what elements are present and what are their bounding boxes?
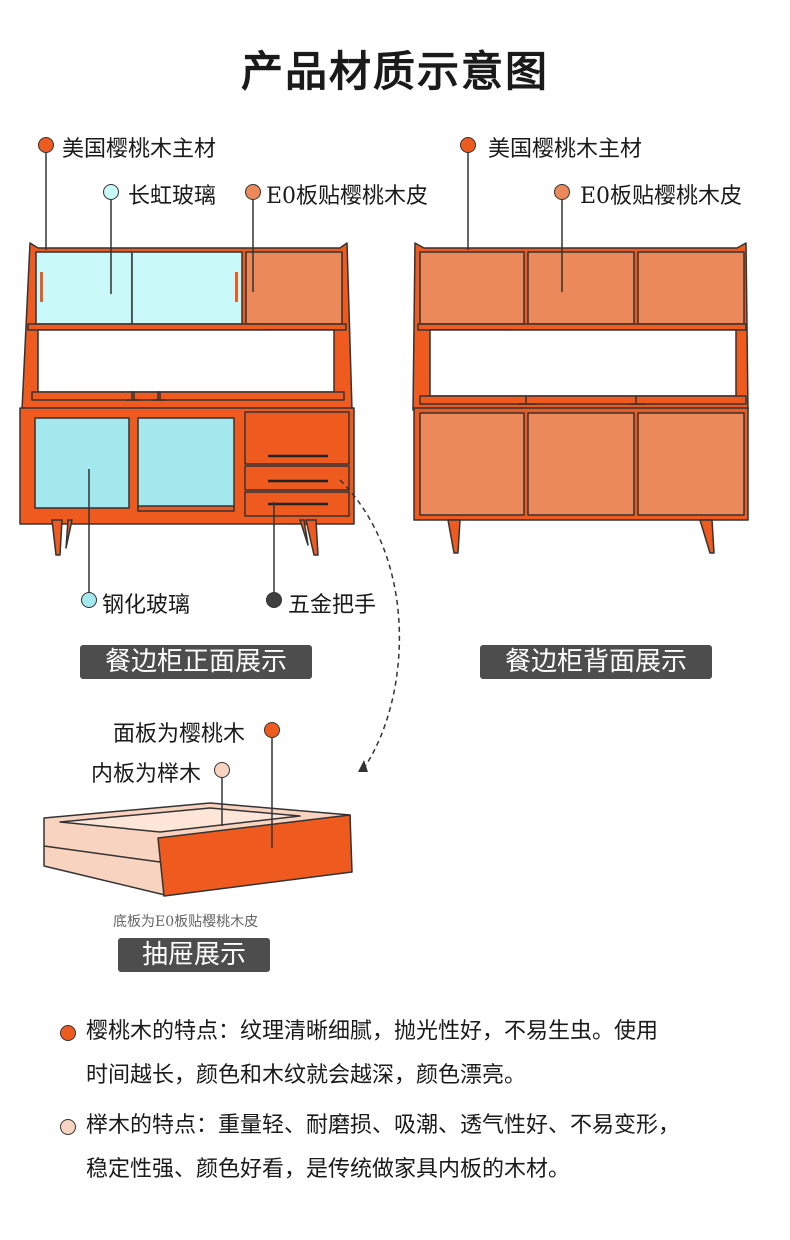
drawer-banner: 抽屉展示 <box>118 938 270 972</box>
note-cherry-line-1: 樱桃木的特点：纹理清晰细腻，抛光性好，不易生虫。使用 <box>86 1019 659 1044</box>
front-lower-glass-left <box>34 417 130 509</box>
note-beech: 榉木的特点：重量轻、耐磨损、吸潮、透气性好、不易变形， 稳定性强、颜色好看，是传… <box>86 1104 680 1192</box>
back-veneer-marker <box>554 184 570 200</box>
back-cabinet <box>412 242 749 554</box>
front-view-banner: 餐边柜正面展示 <box>80 645 312 679</box>
hardware-handle-marker <box>266 592 282 608</box>
changhong-glass-marker <box>103 184 119 200</box>
front-upper-veneer-door <box>245 251 343 325</box>
cherry-wood-marker <box>38 137 54 153</box>
drawer-bottom-note: 底板为E0板贴樱桃木皮 <box>113 914 259 930</box>
note-cherry-marker <box>60 1025 76 1041</box>
tempered-glass-marker <box>81 592 97 608</box>
veneer-marker <box>245 184 261 200</box>
label-e0-veneer: E0板贴樱桃木皮 <box>266 184 429 209</box>
label-changhong-glass: 长虹玻璃 <box>128 184 217 209</box>
front-upper-glass-left <box>35 251 133 325</box>
note-cherry: 樱桃木的特点：纹理清晰细腻，抛光性好，不易生虫。使用 时间越长，颜色和木纹就会越… <box>86 1010 658 1098</box>
label-hardware-handle: 五金把手 <box>288 593 377 618</box>
label-back-cherry-main: 美国樱桃木主材 <box>488 137 643 162</box>
front-upper-glass-right <box>131 251 243 325</box>
label-drawer-inner: 内板为榉木 <box>91 762 202 787</box>
label-tempered-glass: 钢化玻璃 <box>102 593 191 618</box>
drawer-illustration <box>43 802 353 897</box>
front-cabinet <box>19 242 355 556</box>
label-drawer-panel: 面板为樱桃木 <box>113 722 246 747</box>
front-lower-glass-right <box>137 417 235 509</box>
drawer-panel-marker <box>264 722 280 738</box>
page-title: 产品材质示意图 <box>240 47 549 96</box>
back-cherry-wood-marker <box>460 137 476 153</box>
note-beech-marker <box>60 1119 76 1135</box>
note-beech-line-1: 榉木的特点：重量轻、耐磨损、吸潮、透气性好、不易变形， <box>86 1113 681 1138</box>
label-cherry-main: 美国樱桃木主材 <box>62 137 217 162</box>
drawer-inner-marker <box>214 762 230 778</box>
label-back-e0-veneer: E0板贴樱桃木皮 <box>580 184 743 209</box>
back-view-banner: 餐边柜背面展示 <box>480 645 712 679</box>
note-cherry-line-2: 时间越长，颜色和木纹就会越深，颜色漂亮。 <box>86 1063 527 1088</box>
note-beech-line-2: 稳定性强、颜色好看，是传统做家具内板的木材。 <box>86 1157 571 1182</box>
